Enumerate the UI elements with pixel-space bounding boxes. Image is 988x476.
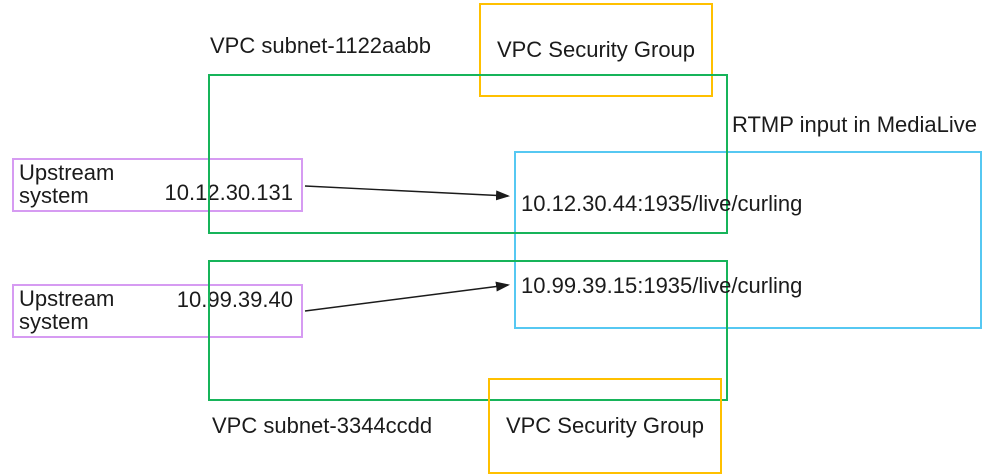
upstream-system-2-label: Upstream system [19,286,115,334]
vpc-security-group-top-label: VPC Security Group [496,37,696,62]
vpc-security-group-top-box: VPC Security Group [479,3,713,97]
vpc-subnet-2-label: VPC subnet-3344ccdd [212,413,433,438]
vpc-security-group-bottom-label: VPC Security Group [505,413,705,438]
upstream-system-1-ip: 10.12.30.131 [164,180,293,205]
vpc-security-group-bottom-box: VPC Security Group [488,378,722,474]
rtmp-endpoint-2: 10.99.39.15:1935/live/curling [521,273,803,298]
upstream-system-1-box: Upstream system 10.12.30.131 [12,158,303,212]
upstream-system-2-box: Upstream system 10.99.39.40 [12,284,303,338]
rtmp-input-box [514,151,982,329]
rtmp-input-label: RTMP input in MediaLive [732,112,977,137]
vpc-subnet-2-box [208,260,728,401]
upstream-system-1-label: Upstream system [19,160,115,208]
vpc-subnet-1-label: VPC subnet-1122aabb [210,33,431,58]
vpc-subnet-1-box [208,74,728,234]
rtmp-endpoint-1: 10.12.30.44:1935/live/curling [521,191,803,216]
upstream-system-2-ip: 10.99.39.40 [176,287,293,312]
